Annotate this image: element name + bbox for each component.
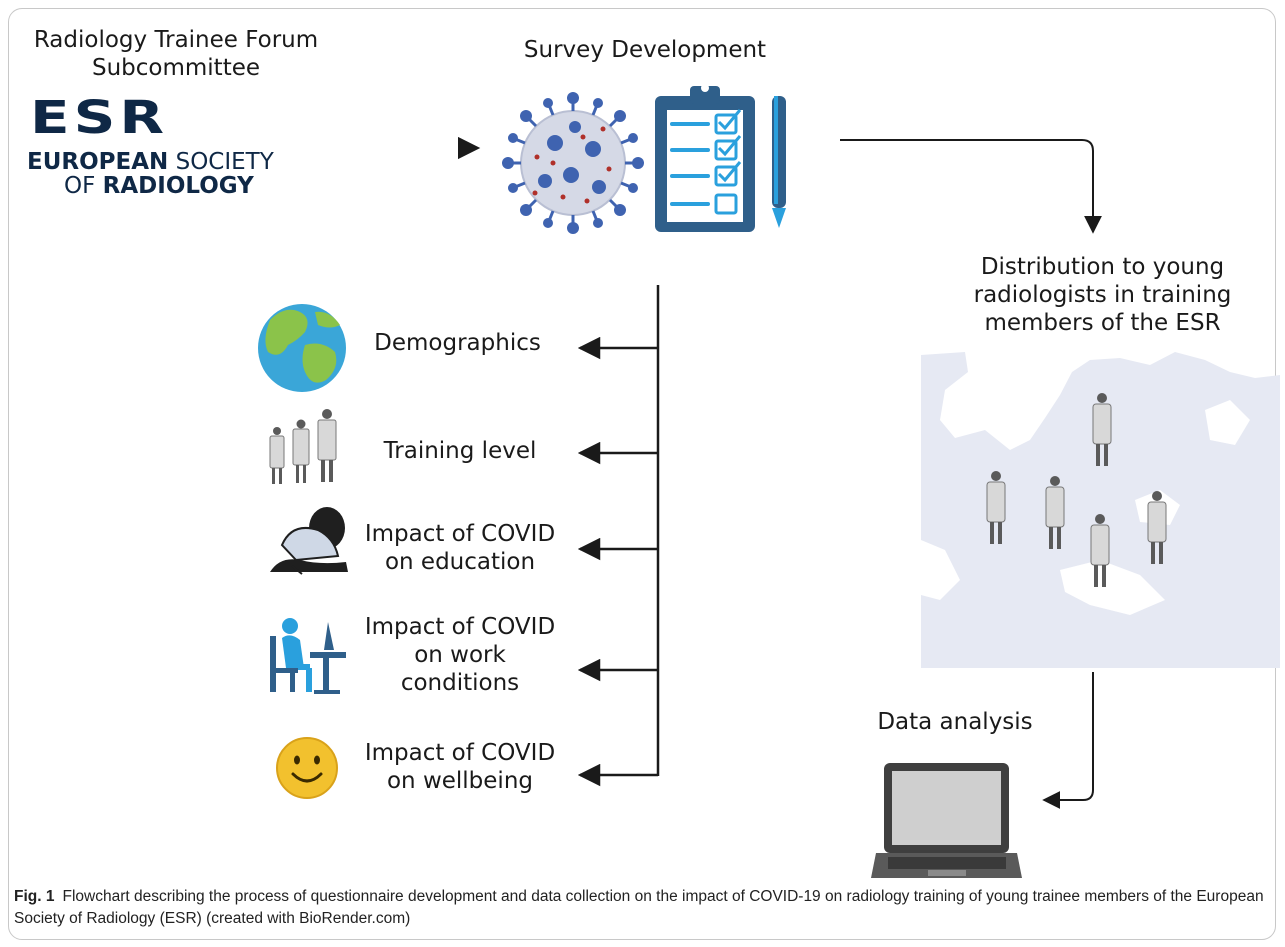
clipboard-checklist-icon <box>655 84 755 232</box>
data-analysis-label: Data analysis <box>877 709 1033 735</box>
item-impact-wellbeing: Impact of COVID on wellbeing <box>364 740 556 794</box>
doctor-figure <box>1090 514 1110 587</box>
doctor-figure <box>986 471 1006 544</box>
esr-logo-line1: EUROPEAN SOCIETY <box>27 149 274 175</box>
arrow-survey-to-distribution <box>840 139 1102 234</box>
item-demographics: Demographics <box>374 330 541 356</box>
pen-icon <box>772 96 786 228</box>
item-impact-work-conditions: Impact of COVID on work conditions <box>364 614 556 696</box>
doctor-figure <box>1092 393 1112 466</box>
esr-logo-acronym: ESR <box>30 90 169 145</box>
caption-label: Fig. 1 <box>14 888 55 905</box>
esr-logo-line2: OF RADIOLOGY <box>64 173 254 199</box>
doctor-figure <box>1045 476 1065 549</box>
survey-development-label: Survey Development <box>523 37 767 63</box>
student-writing-icon <box>270 507 348 575</box>
person-at-desk-icon <box>270 618 346 694</box>
doctor-figures-on-map <box>986 393 1167 587</box>
item-training-level: Training level <box>383 438 537 464</box>
smiley-icon <box>276 737 338 799</box>
doctor-figure <box>1147 491 1167 564</box>
item-impact-education: Impact of COVID on education <box>364 521 556 575</box>
forum-label: Radiology Trainee Forum Subcommittee <box>33 27 319 81</box>
globe-icon <box>258 304 346 392</box>
arrow-map-to-analysis <box>1042 672 1094 809</box>
caption-text: Flowchart describing the process of ques… <box>14 888 1264 927</box>
virus-icon <box>502 92 644 234</box>
distribution-label: Distribution to young radiologists in tr… <box>973 254 1232 336</box>
laptop-icon <box>871 763 1022 878</box>
doctors-icon <box>269 409 337 484</box>
